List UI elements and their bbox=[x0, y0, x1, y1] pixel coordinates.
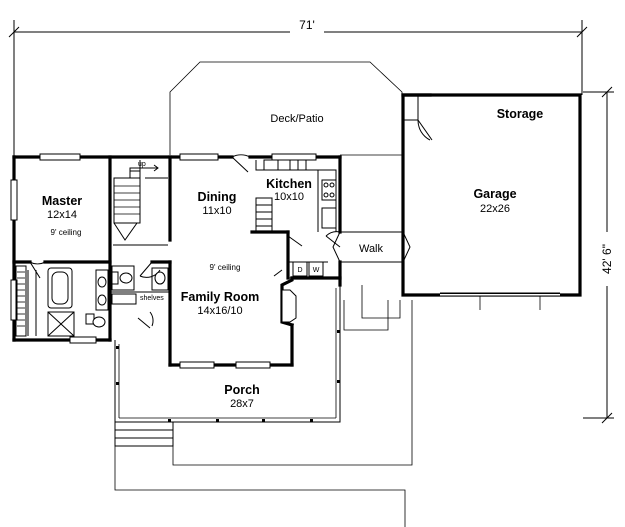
family-room-size: 14x16/10 bbox=[197, 305, 242, 317]
master-label: Master bbox=[42, 194, 82, 208]
toilet-icon bbox=[92, 316, 106, 328]
sink-icon bbox=[97, 276, 107, 288]
bath-area: shelves bbox=[15, 265, 170, 337]
refrigerator-icon bbox=[321, 207, 337, 229]
washer-label: W bbox=[313, 267, 320, 274]
kitchen: Kitchen 10x10 bbox=[255, 159, 337, 233]
overall-depth-label: 42' 6" bbox=[600, 244, 614, 274]
deck-patio: Deck/Patio bbox=[169, 61, 403, 156]
overall-width-dimension: 71' bbox=[8, 16, 588, 158]
porch-size: 28x7 bbox=[230, 398, 254, 410]
site-lines bbox=[114, 285, 541, 527]
doors bbox=[29, 154, 341, 279]
dining-size: 11x10 bbox=[202, 205, 231, 217]
family-room-label: Family Room bbox=[181, 290, 260, 304]
overall-width-label: 71' bbox=[299, 18, 315, 32]
porch-label: Porch bbox=[224, 383, 259, 397]
walk-label: Walk bbox=[359, 243, 384, 255]
fireplace-icon bbox=[281, 289, 297, 323]
washer-icon bbox=[308, 261, 324, 277]
windows bbox=[10, 153, 317, 369]
dryer-label: D bbox=[297, 267, 302, 274]
family-ceiling-note: 9' ceiling bbox=[210, 263, 241, 272]
toilet-icon bbox=[119, 272, 133, 284]
dining-label: Dining bbox=[198, 190, 237, 204]
master-ceiling-note: 9' ceiling bbox=[51, 228, 82, 237]
master-size: 12x14 bbox=[47, 209, 77, 221]
sink-icon bbox=[97, 294, 107, 306]
garage: Storage Garage 22x26 bbox=[401, 93, 582, 297]
sink-icon bbox=[154, 271, 166, 285]
stairs: up bbox=[113, 160, 168, 241]
laundry: D W bbox=[292, 261, 324, 277]
dryer-icon bbox=[292, 261, 308, 277]
overall-depth-dimension: 42' 6" bbox=[583, 86, 618, 424]
walk-breezeway: Walk bbox=[332, 231, 411, 295]
range-icon bbox=[321, 179, 337, 201]
deck-patio-label: Deck/Patio bbox=[270, 113, 323, 125]
porch: Porch 28x7 bbox=[114, 285, 341, 447]
porch-steps bbox=[114, 421, 174, 447]
master-bedroom: Master 12x14 9' ceiling bbox=[42, 194, 82, 237]
family-room: 9' ceiling Family Room 14x16/10 bbox=[181, 263, 297, 323]
stairs-up-label: up bbox=[138, 161, 146, 168]
shelves-label: shelves bbox=[140, 295, 164, 302]
kitchen-label: Kitchen bbox=[266, 177, 312, 191]
shelves bbox=[111, 293, 137, 305]
bathtub-icon bbox=[47, 267, 73, 309]
dining-room: Dining 11x10 bbox=[198, 190, 237, 217]
garage-label: Garage bbox=[473, 187, 516, 201]
storage-label: Storage bbox=[497, 107, 544, 121]
garage-size: 22x26 bbox=[480, 203, 510, 215]
kitchen-size: 10x10 bbox=[274, 191, 304, 203]
